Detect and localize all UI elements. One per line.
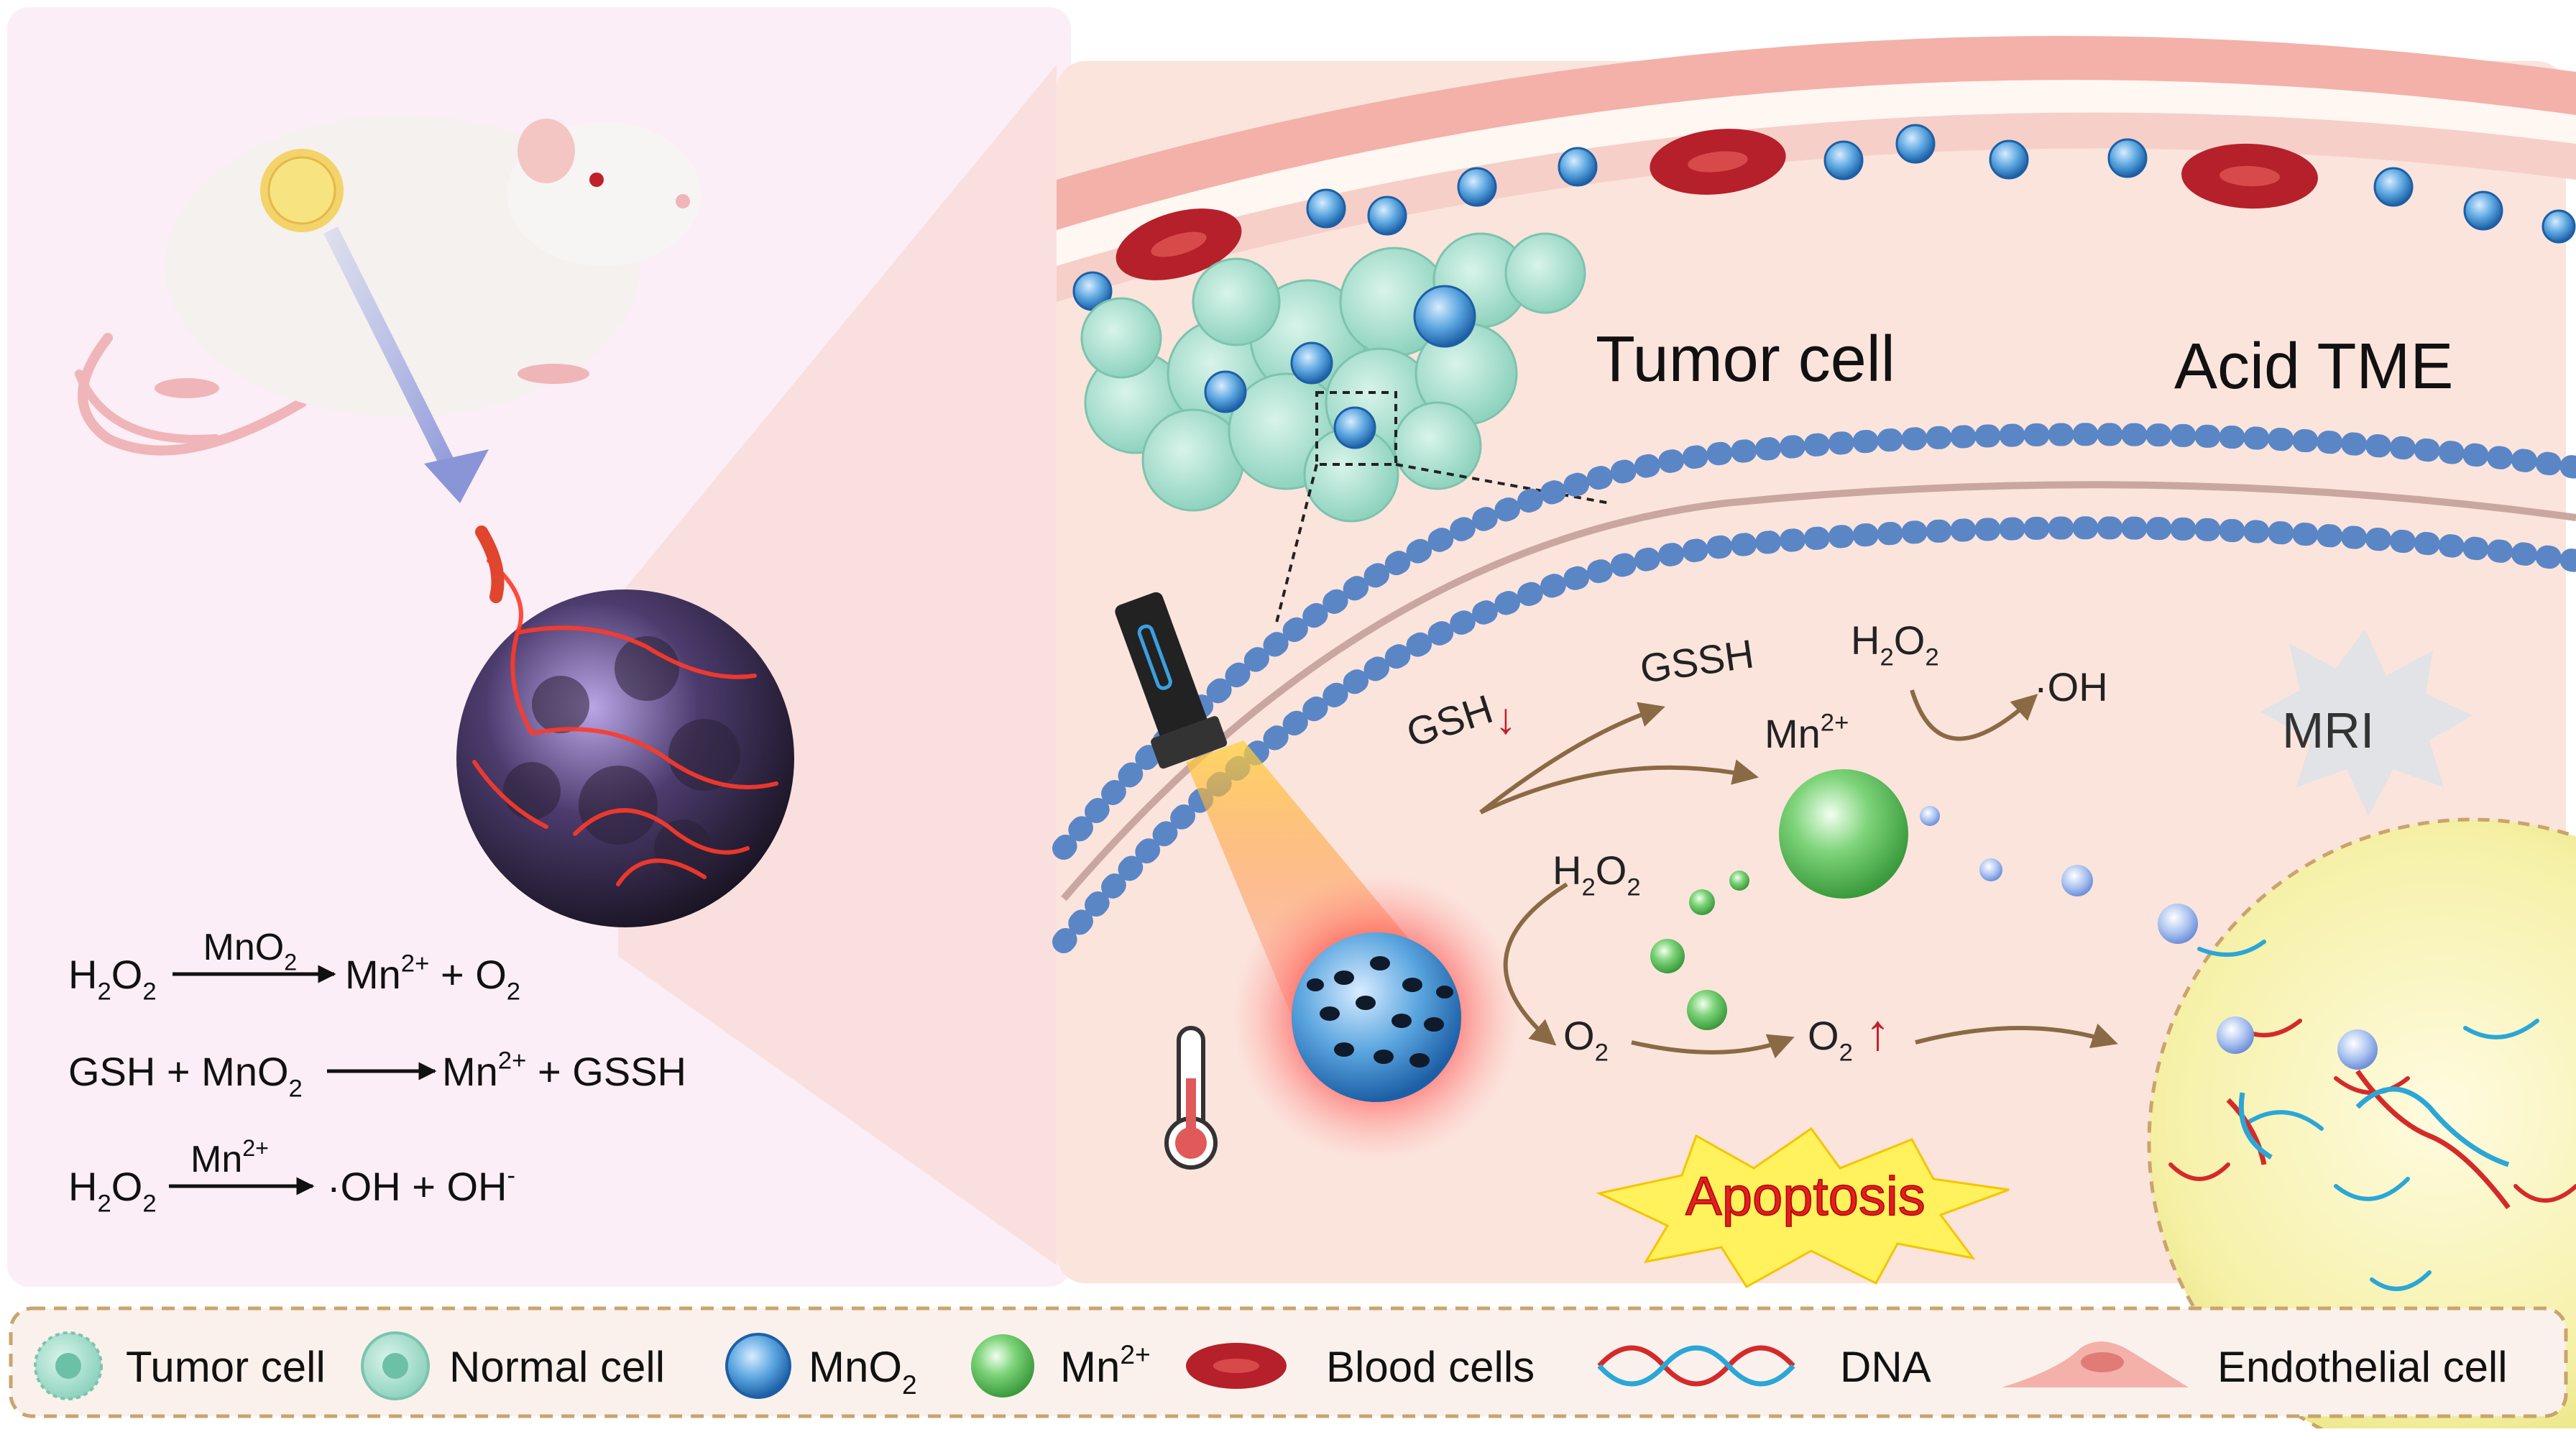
- legend-label-3: MnO2: [809, 1343, 917, 1400]
- dna-icon: [1597, 1345, 1795, 1387]
- label-o2-left: O2: [1563, 1013, 1609, 1067]
- pathway-arrows: [1479, 689, 2118, 1059]
- zoom-line-right: [1395, 463, 1611, 505]
- flashlight-icon: [1115, 592, 1228, 769]
- label-hydroxyl: ·OH: [2034, 664, 2108, 710]
- tumor-cell-icon: [34, 1331, 103, 1400]
- mno2-particles-tumor: [1204, 285, 1476, 449]
- zoom-box: [1315, 391, 1397, 466]
- mouse-illustration: [75, 115, 701, 456]
- mno2-particles-vessel: [1072, 124, 2576, 311]
- zoom-beam: [618, 65, 1057, 1265]
- blood-cells-vessel: [1116, 129, 2318, 280]
- legend-label-4: Mn2+: [1060, 1339, 1151, 1391]
- mouse-to-tumor-arrow: [323, 226, 467, 492]
- cell-membrane: [1052, 423, 2576, 953]
- reaction-3-right: ·OH + OH-: [327, 1162, 515, 1209]
- label-apoptosis: Apoptosis: [1685, 1166, 1926, 1227]
- reaction-3-catalyst: Mn2+: [190, 1135, 269, 1180]
- mn-ion-icon: [971, 1334, 1034, 1397]
- gsh-down-arrow-icon: ↓: [1495, 694, 1517, 743]
- legend-label-5: Blood cells: [1326, 1343, 1535, 1391]
- nucleus: [2147, 817, 2576, 1432]
- o2-up-arrow-icon: ↑: [1865, 1004, 1890, 1060]
- legend-box: [9, 1306, 2568, 1418]
- thermometer-icon: [1164, 1026, 1218, 1170]
- reaction-1-left: H2O2: [68, 952, 157, 1006]
- label-acid-tme: Acid TME: [2174, 331, 2453, 403]
- label-mn-ion: Mn2+: [1765, 709, 1849, 756]
- reaction-1-catalyst: MnO2: [203, 927, 298, 976]
- reaction-1-right: Mn2+ + O2: [345, 950, 520, 1005]
- tumor-mass: [456, 525, 794, 927]
- mno2-nanoparticle-large: [1233, 873, 1520, 1161]
- endothelial-cell-icon: [2002, 1341, 2189, 1387]
- legend: Tumor cell Normal cell MnO2 Mn2+ Blood cells…: [34, 1331, 2508, 1400]
- mri-burst: [2260, 629, 2472, 816]
- legend-label-7: Endothelial cell: [2217, 1343, 2508, 1391]
- label-h2o2-top: H2O2: [1851, 618, 1939, 671]
- normal-cell-icon: [361, 1331, 430, 1400]
- mouse-to-tumor-arrowhead: [424, 449, 489, 503]
- label-o2-right: O2: [1808, 1013, 1853, 1067]
- mno2-nanoparticle-icon: [725, 1333, 791, 1399]
- label-mri: MRI: [2282, 702, 2374, 758]
- reaction-3-left: H2O2: [68, 1164, 157, 1218]
- reaction-2-left: GSH + MnO2: [68, 1049, 303, 1103]
- legend-label-2: Normal cell: [449, 1343, 665, 1391]
- zoom-line-left: [1274, 464, 1318, 626]
- label-tumor-cell: Tumor cell: [1596, 323, 1895, 395]
- legend-label-1: Tumor cell: [126, 1343, 326, 1391]
- blood-cell-icon: [1186, 1343, 1287, 1389]
- blood-vessel: [1057, 36, 2576, 302]
- dna-helix-nucleus: [2226, 1069, 2511, 1210]
- legend-label-6: DNA: [1840, 1343, 1931, 1391]
- mn-ions: [1650, 769, 1908, 1030]
- label-h2o2-mid: H2O2: [1552, 848, 1641, 901]
- apoptosis-burst: [1596, 1126, 2010, 1288]
- reaction-2-right: Mn2+ + GSSH: [442, 1047, 686, 1094]
- reaction-equations: H2O2 MnO2 Mn2+ + O2 GSH + MnO2 Mn2+ + GSSH H2…: [68, 927, 686, 1218]
